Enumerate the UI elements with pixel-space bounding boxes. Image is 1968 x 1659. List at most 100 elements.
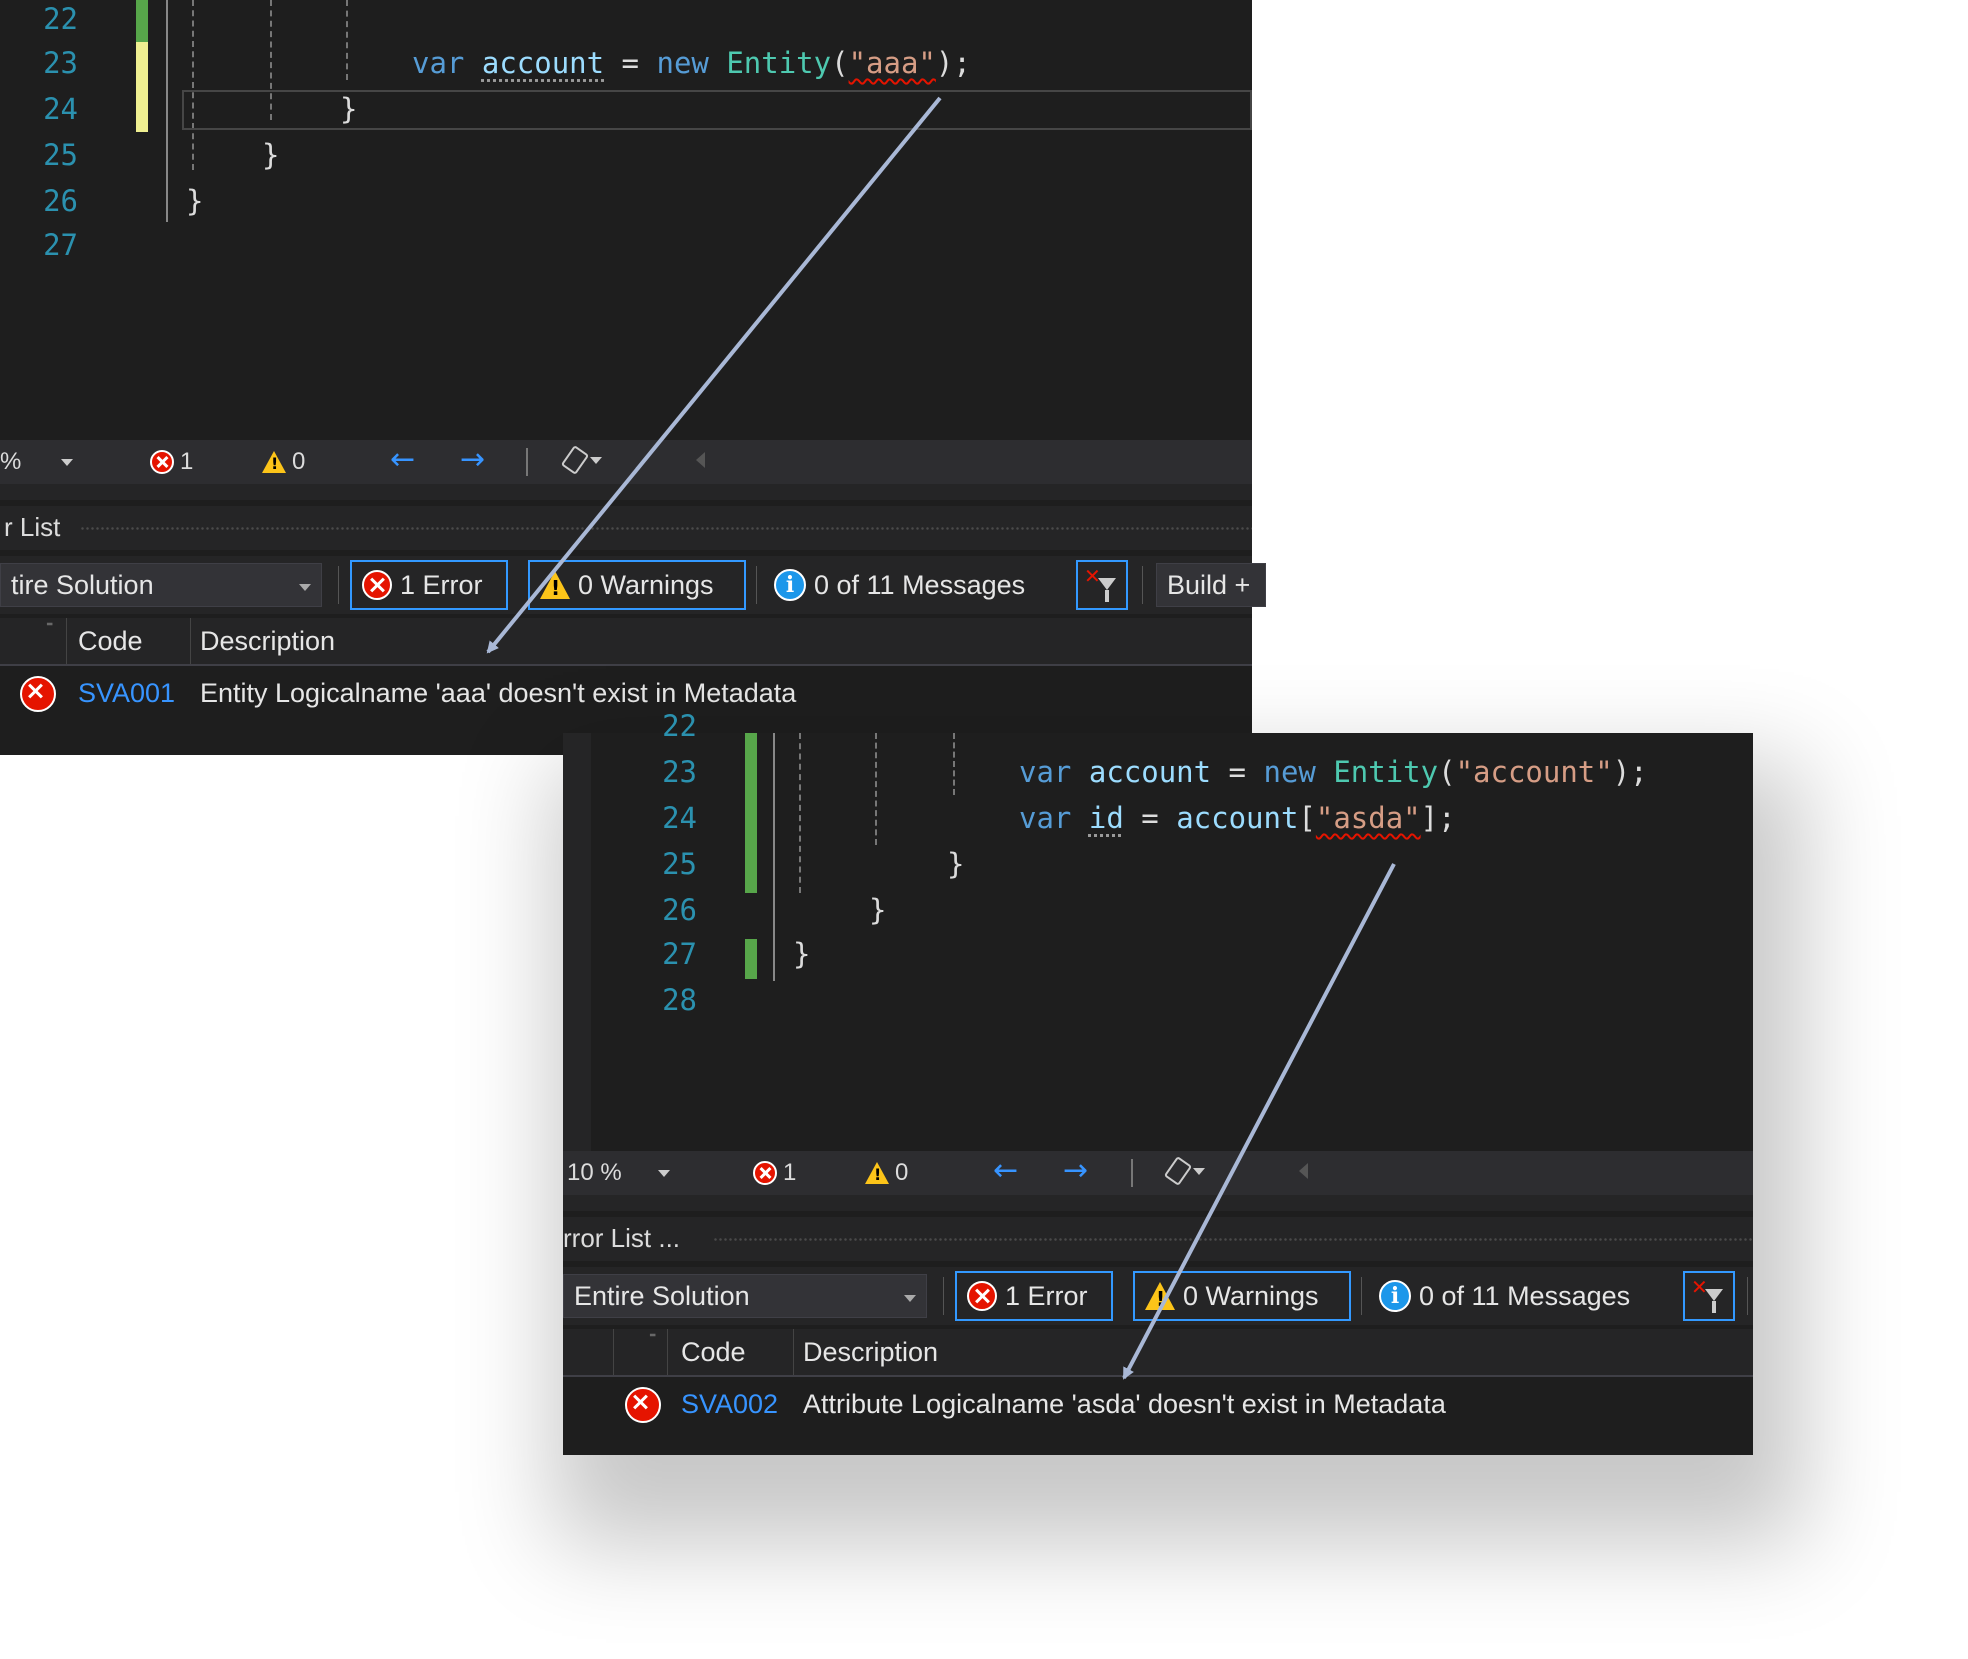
zoom-dropdown[interactable]: 10 % <box>567 1159 670 1187</box>
change-marker-saved <box>745 733 757 893</box>
column-header-description[interactable]: Description <box>200 626 336 656</box>
filter-clear-button[interactable]: ✕ <box>1076 560 1128 610</box>
editor-status-bar: % 1 0 ← → <box>0 440 1252 484</box>
error-squiggle: "aaa" <box>848 46 936 80</box>
outline-bar <box>166 0 168 222</box>
error-list-header: ⁼ Code Description <box>0 618 1252 666</box>
indent-guide <box>875 733 877 845</box>
error-description: Attribute Logicalname 'asda' doesn't exi… <box>803 1389 1446 1419</box>
code-editor[interactable]: 22 23 24 25 26 27 28 var account = new E… <box>563 709 1753 1151</box>
table-row[interactable]: SVA001 Entity Logicalname 'aaa' doesn't … <box>0 668 1252 718</box>
line-number: 24 <box>662 801 697 835</box>
error-icon <box>753 1161 777 1185</box>
line-number: 22 <box>662 709 697 743</box>
brush-icon[interactable] <box>1163 1156 1205 1186</box>
info-icon: i <box>1379 1280 1411 1312</box>
arrow-left-icon[interactable]: ← <box>993 1153 1019 1188</box>
arrow-right-icon[interactable]: → <box>460 442 486 477</box>
error-icon <box>20 676 56 712</box>
status-error-count[interactable]: 1 <box>753 1159 796 1187</box>
error-list-title-bar: rror List ... <box>563 1217 1753 1261</box>
warning-icon <box>865 1162 889 1184</box>
error-code-link[interactable]: SVA002 <box>681 1389 779 1419</box>
warning-icon <box>1145 1282 1175 1311</box>
code-line-25: } <box>947 847 965 881</box>
line-number: 27 <box>662 937 697 971</box>
status-error-count[interactable]: 1 <box>150 448 193 476</box>
error-code-link[interactable]: SVA001 <box>78 678 176 708</box>
indent-guide <box>346 0 348 80</box>
line-number: 23 <box>662 755 697 789</box>
code-editor[interactable]: 22 23 24 25 26 27 var account = new Enti… <box>0 0 1252 440</box>
change-marker-saved <box>136 0 148 42</box>
status-warning-count[interactable]: 0 <box>865 1159 908 1187</box>
line-number: 26 <box>43 184 78 218</box>
warning-icon <box>540 571 570 600</box>
chevron-down-icon <box>590 456 602 464</box>
chevron-down-icon <box>657 1169 670 1177</box>
indent-guide <box>799 733 801 893</box>
error-icon <box>150 450 174 474</box>
error-list-toolbar: Entire Solution 1 Error 0 Warnings i0 of… <box>563 1267 1753 1325</box>
column-header-code[interactable]: Code <box>78 626 143 656</box>
error-icon <box>362 570 392 600</box>
warning-icon <box>262 451 286 473</box>
error-squiggle: "asda" <box>1315 801 1421 835</box>
error-description: Entity Logicalname 'aaa' doesn't exist i… <box>200 678 797 708</box>
change-marker-unsaved <box>136 42 148 132</box>
line-number: 22 <box>43 2 78 36</box>
brush-icon[interactable] <box>560 445 602 475</box>
line-number: 23 <box>43 46 78 80</box>
code-line-26: } <box>869 893 887 927</box>
change-marker-saved <box>745 939 757 979</box>
filter-clear-icon: ✕ <box>1691 1275 1708 1299</box>
error-list-title-bar: r List <box>0 506 1252 550</box>
column-header-description[interactable]: Description <box>803 1337 939 1367</box>
editor-screenshot-1: 22 23 24 25 26 27 var account = new Enti… <box>0 0 1266 755</box>
sort-icon[interactable]: ⁼ <box>649 1329 657 1345</box>
filter-clear-icon: ✕ <box>1084 564 1101 588</box>
chevron-down-icon <box>61 458 74 466</box>
scope-dropdown[interactable]: tire Solution <box>0 563 322 607</box>
line-number: 27 <box>43 228 78 262</box>
scroll-left-icon[interactable] <box>1299 1163 1308 1179</box>
warnings-filter-button[interactable]: 0 Warnings <box>1133 1271 1351 1321</box>
filter-clear-button[interactable]: ✕ <box>1683 1271 1735 1321</box>
build-dropdown[interactable]: Build + <box>1156 563 1266 607</box>
warnings-filter-button[interactable]: 0 Warnings <box>528 560 746 610</box>
table-row[interactable]: SVA002 Attribute Logicalname 'asda' does… <box>563 1379 1753 1429</box>
column-header-code[interactable]: Code <box>681 1337 746 1367</box>
arrow-left-icon[interactable]: ← <box>390 442 416 477</box>
scroll-left-icon[interactable] <box>696 452 705 468</box>
code-line-23[interactable]: var account = new Entity("account"); <box>1019 755 1648 789</box>
outline-bar <box>773 733 775 981</box>
error-list-header: ⁼ Code Description <box>563 1329 1753 1377</box>
zoom-dropdown[interactable]: % <box>0 448 74 476</box>
code-line-24[interactable]: var id = account["asda"]; <box>1019 801 1456 835</box>
error-list-title: r List <box>4 512 61 542</box>
code-line-25: } <box>262 138 280 172</box>
indent-guide <box>270 0 272 120</box>
line-number: 25 <box>43 138 78 172</box>
sort-icon[interactable]: ⁼ <box>46 618 54 634</box>
editor-screenshot-2: 22 23 24 25 26 27 28 var account = new E… <box>563 709 1753 1455</box>
indent-guide <box>192 0 194 170</box>
code-line-24: } <box>340 92 358 126</box>
errors-filter-button[interactable]: 1 Error <box>955 1271 1113 1321</box>
arrow-right-icon[interactable]: → <box>1063 1153 1089 1188</box>
error-icon <box>967 1281 997 1311</box>
line-number: 28 <box>662 983 697 1017</box>
line-number: 24 <box>43 92 78 126</box>
error-list-title: rror List ... <box>563 1223 681 1253</box>
indent-guide <box>953 733 955 795</box>
scope-dropdown[interactable]: Entire Solution <box>563 1274 927 1318</box>
error-list-toolbar: tire Solution 1 Error 0 Warnings i0 of 1… <box>0 556 1266 614</box>
errors-filter-button[interactable]: 1 Error <box>350 560 508 610</box>
status-warning-count[interactable]: 0 <box>262 448 305 476</box>
error-icon <box>625 1387 661 1423</box>
code-line-27: } <box>793 937 811 971</box>
line-number: 25 <box>662 847 697 881</box>
code-line-23[interactable]: var account = new Entity("aaa"); <box>412 46 971 80</box>
